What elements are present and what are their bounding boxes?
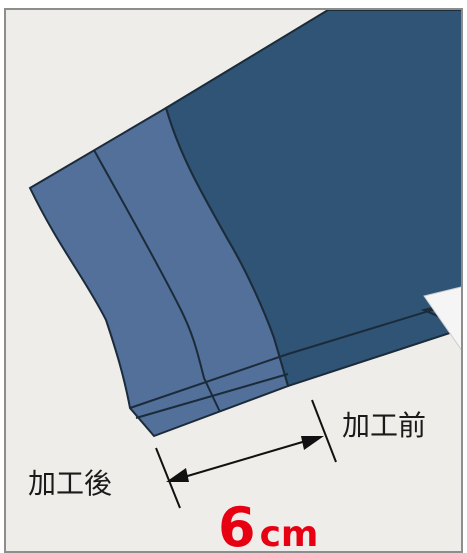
dimension-arrow-line	[173, 437, 317, 481]
fold-line-2	[129, 300, 461, 409]
fold-line-1	[93, 149, 221, 413]
measurement-value: 6	[218, 496, 256, 553]
label-after-processing: 加工後	[28, 467, 113, 500]
pointer-wedge	[423, 286, 461, 351]
fold-line-3	[135, 373, 289, 419]
sleeve-cuff-band	[28, 106, 290, 438]
sleeve-illustration	[28, 10, 461, 509]
measurement-unit: cm	[259, 514, 319, 553]
dimension-arrow-head-right	[301, 436, 324, 450]
label-before-processing: 加工前	[342, 409, 427, 442]
dimension-arrow-head-left	[166, 468, 189, 482]
tick-before	[311, 399, 337, 463]
tick-after	[155, 447, 181, 509]
